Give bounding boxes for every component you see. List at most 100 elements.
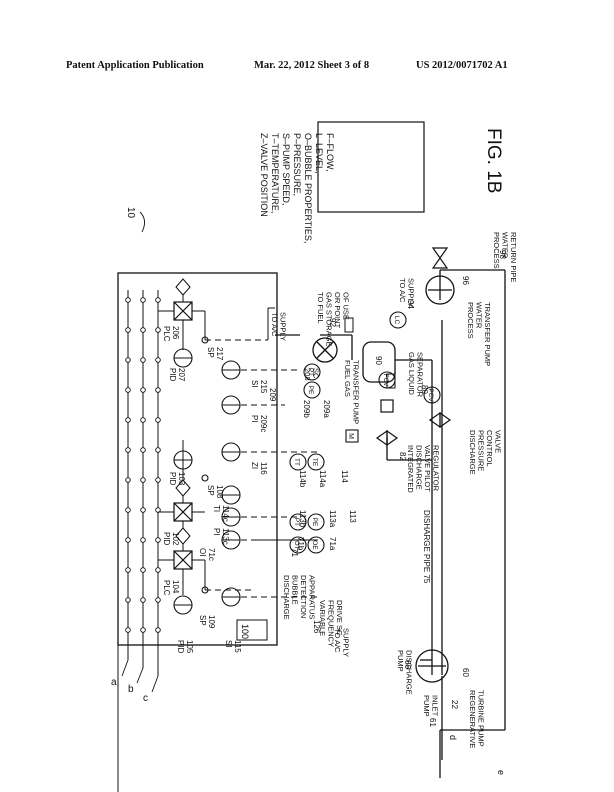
svg-text:OE: OE: [311, 540, 318, 550]
label-e: e: [496, 770, 506, 775]
label-bubble-detection: DISCHARGEBUBBLEDETECTIONAPPARATUS: [282, 575, 317, 620]
bus-junction: [140, 507, 146, 513]
process-water-pump: [425, 275, 455, 305]
bus-junction: [140, 327, 146, 333]
bus-junction: [155, 357, 161, 363]
bus-junction: [125, 357, 131, 363]
bus-junction: [125, 567, 131, 573]
plc-206-box: [173, 301, 193, 321]
label-71a: 71a: [328, 537, 337, 551]
label-ti-114c: TI114c: [212, 505, 230, 522]
bus-junction: [140, 537, 146, 543]
fuel-gas-pump: [312, 337, 338, 363]
instrument-pid-207: [173, 348, 193, 368]
label-pi-209c: PI209c: [250, 415, 268, 432]
tt-balloon: TT: [289, 453, 307, 471]
legend-line: L–LEVEL,: [314, 133, 324, 174]
controller-label-box: [236, 619, 268, 641]
label-pump-inlet: PUMPINLET: [422, 695, 440, 717]
svg-text:PE: PE: [311, 518, 318, 527]
bus-junction: [155, 417, 161, 423]
label-pressure-control-valve: DISCHARGEPRESSURECONTROLVALVE: [468, 430, 503, 475]
label-pi-113c: PI113c: [212, 528, 230, 545]
ot-balloon: OT: [289, 536, 307, 554]
label-66: 66: [403, 660, 412, 669]
label-return-pipe: PROCESSWATERRETURN PIPE: [492, 232, 518, 282]
label-pid-207: PID207: [168, 368, 186, 382]
bus-junction: [140, 357, 146, 363]
svg-text:TE: TE: [311, 458, 318, 467]
bus-junction: [125, 327, 131, 333]
svg-text:TT: TT: [293, 458, 300, 466]
bus-junction: [140, 297, 146, 303]
return-valve: [431, 247, 449, 269]
bus-junction: [140, 627, 146, 633]
bus-junction: [140, 567, 146, 573]
label-process-water-pump: PROCESSWATERTRANSFER PUMP: [466, 302, 492, 366]
regenerative-pump: [415, 649, 449, 683]
plc-102-box: [173, 502, 193, 522]
legend-text: F–FLOW,L–LEVEL,O–BUBBLE PROPERTIES,P–PRE…: [259, 133, 335, 243]
instrument-pid-105: [173, 595, 193, 615]
label-114a: 114a: [318, 470, 327, 488]
motor-m-box: M: [345, 429, 359, 443]
controller-label: 100: [240, 624, 250, 639]
bus-junction: [155, 477, 161, 483]
label-94: 94: [406, 300, 415, 309]
label-plc-102: PID102: [162, 532, 180, 546]
label-113a: 113a: [328, 510, 337, 528]
legend-line: P–PRESSURE,: [292, 133, 302, 196]
bus-junction: [125, 597, 131, 603]
label-si-215: SI215: [250, 380, 268, 394]
svg-text:LC: LC: [393, 316, 400, 325]
pressure-control-valve: [428, 411, 452, 429]
bus-junction: [125, 477, 131, 483]
label-92: 92: [328, 318, 337, 327]
label-fuel-gas-storage: TO FUELGAS STORAGEOR POINTOF USE: [316, 292, 351, 346]
label-c: c: [143, 693, 148, 704]
label-80: 80: [420, 385, 429, 394]
label-82: 82: [398, 452, 407, 461]
label-pid-105: PID105: [176, 640, 194, 654]
label-a: a: [111, 677, 117, 688]
svg-text:FCV: FCV: [382, 374, 389, 388]
bus-junction: [155, 567, 161, 573]
bus-junction: [140, 387, 146, 393]
gas-liquid-separator: [362, 341, 396, 383]
label-pump-discharge: PUMPDISCHARGE: [396, 650, 414, 695]
svg-text:PCV: PCV: [427, 388, 434, 402]
label-fuel-gas-pump: FUEL GASTRANSFER PUMP: [343, 360, 361, 424]
legend-line: O–BUBBLE PROPERTIES,: [303, 133, 313, 243]
setpoint-node: [201, 474, 209, 482]
label-d: d: [448, 735, 458, 740]
lc-balloon: LC: [389, 311, 407, 329]
label-pid-103: PID103: [168, 472, 186, 486]
label-to-ac-supply-bottom: TO A/CSUPPLY: [333, 628, 351, 657]
bus-junction: [125, 417, 131, 423]
label-114b: 114b: [298, 470, 307, 488]
svg-text:OT: OT: [293, 540, 300, 549]
bus-junction: [125, 537, 131, 543]
instrument-ti-114c: [221, 485, 241, 505]
discharge-valve-82: [375, 399, 399, 447]
label-sp-109: SP109: [198, 615, 216, 629]
label-71: 71: [290, 548, 299, 557]
label-gas-liquid-separator: GAS LIQUIDSEPARATOR: [407, 352, 425, 398]
label-to-ac-supply-top: TO A/CSUPPLY: [270, 312, 288, 341]
label-integrated-discharge-valve: INTEGRATEDDISCHARGEVALVE PILOTREGULATOR: [406, 445, 441, 493]
pe-113-balloon: PE: [307, 513, 325, 531]
legend-line: F–FLOW,: [325, 133, 335, 172]
label-sp-108: SP108: [206, 485, 224, 499]
bus-junction: [155, 537, 161, 543]
bus-junction: [155, 327, 161, 333]
label-61: 61: [428, 718, 437, 727]
ref-main: 10: [125, 207, 136, 219]
label-regenerative-pump: REGENERATIVETURBINE PUMP: [468, 690, 486, 748]
svg-text:PT: PT: [293, 518, 300, 526]
bus-junction: [125, 627, 131, 633]
pt-113-balloon: PT: [289, 513, 307, 531]
label-98: 98: [498, 250, 507, 259]
label-to-ac-supply-94: TO A/CSUPPLY: [398, 278, 416, 307]
svg-text:PT: PT: [307, 368, 314, 376]
